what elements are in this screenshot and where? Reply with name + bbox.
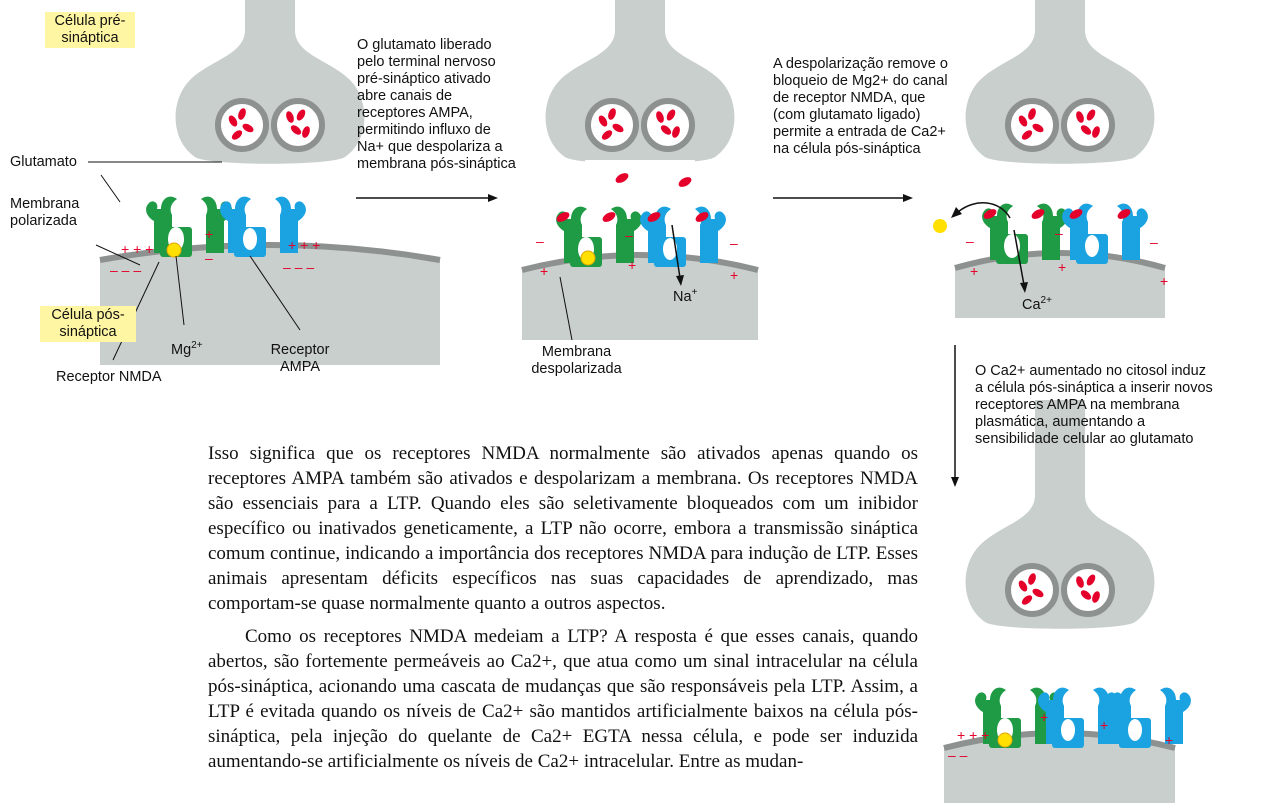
charges-1: + + + + + + + – – – – – – –: [110, 226, 320, 278]
panel-3: – – – + + +: [933, 0, 1168, 318]
polarized-membrane-label: Membrana polarizada: [10, 196, 80, 229]
svg-text:–: –: [730, 235, 738, 251]
svg-text:+ + +: + + +: [957, 727, 989, 743]
svg-text:+: +: [1165, 732, 1173, 748]
step-2-text: A despolarização remove o bloqueio de Mg…: [773, 56, 948, 157]
nmda-receptor-label: Receptor NMDA: [56, 369, 162, 385]
charges-2: – – – + + +: [536, 227, 738, 283]
svg-text:+ + +: + + +: [121, 241, 153, 257]
svg-text:– – –: – – –: [110, 262, 141, 278]
svg-text:+: +: [1160, 273, 1168, 289]
svg-text:– – –: – – –: [283, 259, 314, 275]
panel-2: – – – + + +: [521, 0, 759, 341]
charges-3: – – – + + +: [966, 225, 1168, 289]
svg-text:–: –: [966, 233, 974, 249]
svg-text:+: +: [1100, 717, 1108, 733]
mg-label: Mg2+: [171, 340, 203, 358]
presynaptic-terminal-1: [176, 0, 365, 164]
presynaptic-terminal-3: [966, 0, 1155, 164]
svg-text:–: –: [536, 233, 544, 249]
svg-text:+: +: [205, 226, 213, 242]
step-3-text: O Ca2+ aumentado no citosol induz a célu…: [975, 363, 1213, 447]
charges-4: + + + + + + – –: [948, 709, 1173, 763]
svg-text:+: +: [1058, 259, 1066, 275]
panel-4: + + + + + + – –: [943, 400, 1191, 803]
depolarized-membrane-label: Membrana despolarizada: [531, 344, 622, 377]
svg-text:+: +: [628, 257, 636, 273]
svg-text:–: –: [625, 227, 633, 243]
body-paragraph-1: Isso significa que os receptores NMDA no…: [208, 443, 918, 614]
nmda-receptor-1: [146, 197, 232, 257]
svg-text:+: +: [730, 267, 738, 283]
svg-text:+: +: [970, 263, 978, 279]
postsynaptic-cell-label: Célula pós-sináptica: [40, 306, 136, 342]
ca-label: Ca2+: [1022, 295, 1052, 313]
step-1-text: O glutamato liberado pelo terminal nervo…: [357, 37, 516, 172]
postsynaptic-cell-3: [955, 253, 1165, 318]
svg-text:– –: – –: [948, 747, 968, 763]
glutamate-label: Glutamato: [10, 154, 77, 170]
mg-ion-released: [933, 219, 947, 233]
svg-text:–: –: [1055, 225, 1063, 241]
postsynaptic-cell-4: [944, 733, 1175, 803]
svg-text:–: –: [205, 250, 213, 266]
presynaptic-cell-label: Célula pré-sináptica: [45, 12, 135, 48]
mg-ion-1: [166, 242, 182, 258]
svg-text:–: –: [1150, 234, 1158, 250]
na-label: Na+: [673, 287, 698, 305]
body-text: Isso significa que os receptores NMDA no…: [208, 441, 918, 774]
svg-text:+: +: [540, 263, 548, 279]
svg-text:+: +: [1040, 709, 1048, 725]
presynaptic-terminal-2: [546, 0, 735, 164]
panel-1: + + + + + + + – – – – – – –: [88, 0, 441, 365]
postsynaptic-cell-2: [522, 255, 758, 340]
postsynaptic-cell-1: [100, 245, 440, 365]
body-paragraph-2: Como os receptores NMDA medeiam a LTP? A…: [208, 626, 918, 772]
svg-text:+ + +: + + +: [288, 237, 320, 253]
ampa-receptor-label: Receptor AMPA: [270, 342, 330, 375]
